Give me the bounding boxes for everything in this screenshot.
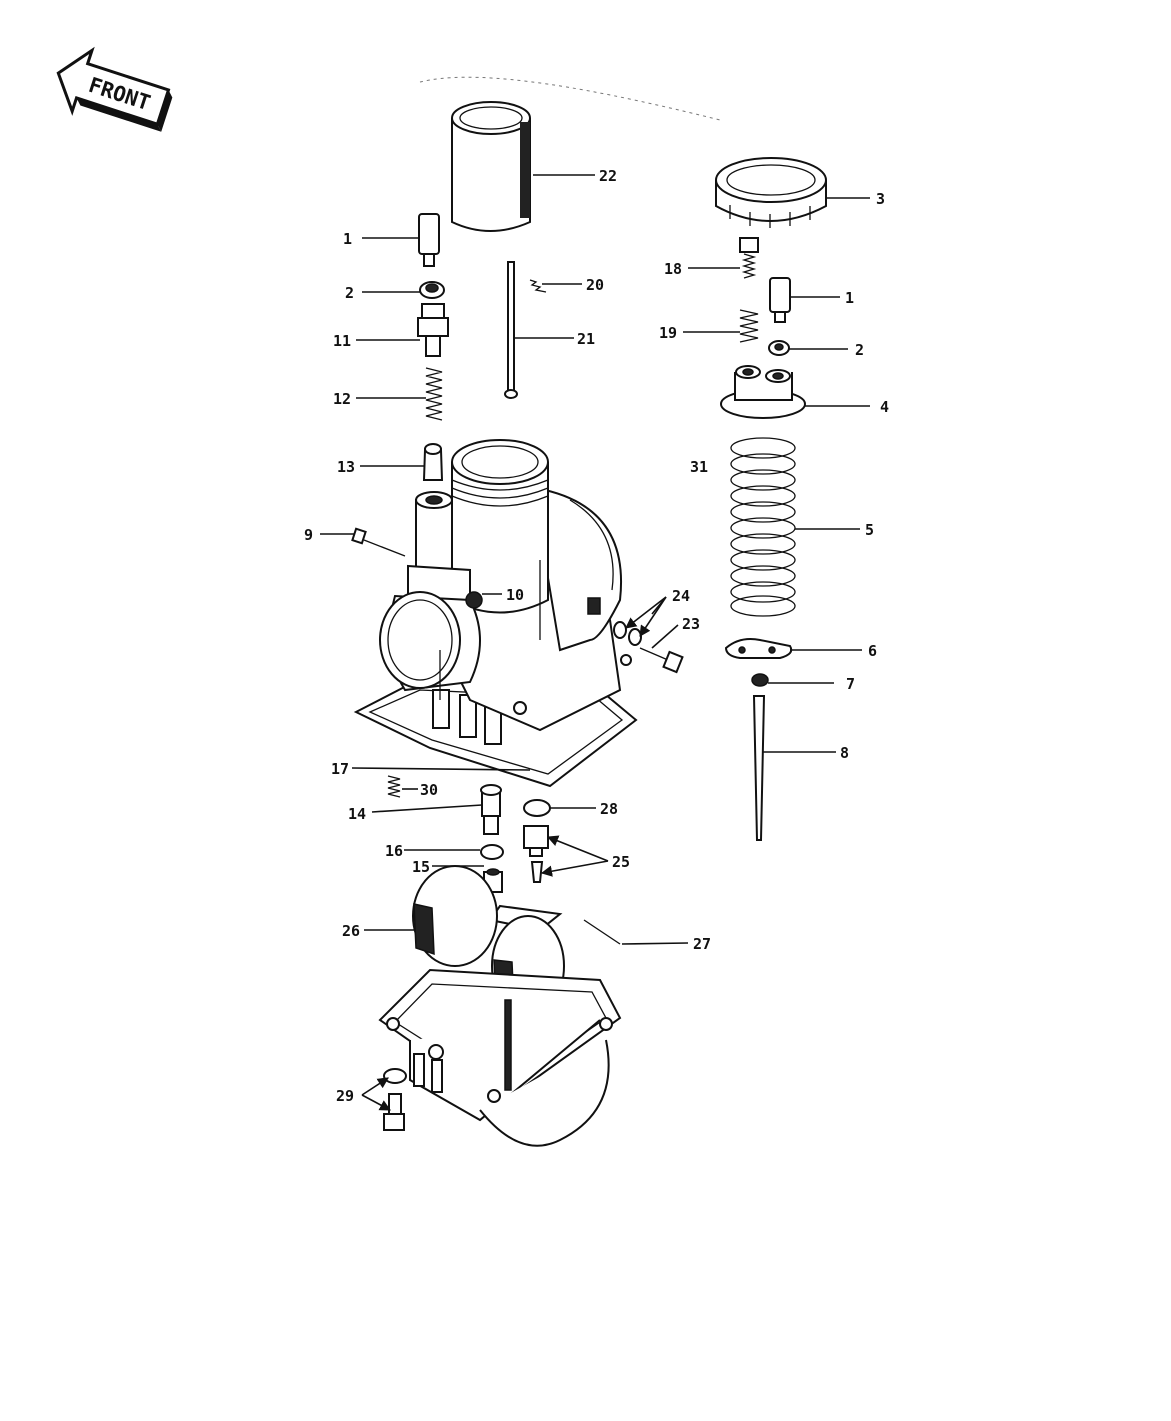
callout-2-right: 2 [855,341,864,359]
float-bowl-part [378,968,622,1147]
callout-2-left: 2 [345,284,354,302]
bowl-screw-and-washer [383,1068,407,1131]
lock-nut-right [768,340,790,356]
callout-18: 18 [664,260,682,278]
float-pin [583,919,621,945]
callout-6: 6 [868,642,877,660]
cap-screw [739,237,759,279]
top-cap-ring [715,157,827,228]
callout-24: 24 [672,587,690,605]
callout-labels: 1 2 11 12 13 9 10 22 20 21 3 18 1 19 2 4… [304,167,889,1105]
callout-13: 13 [337,458,355,476]
needle-clip [529,279,547,293]
mixing-chamber-top [720,365,806,419]
callout-19: 19 [659,324,677,342]
callout-25: 25 [612,853,630,871]
main-jet-washer [480,844,504,860]
callout-22: 22 [599,167,617,185]
jet-needle-rod [504,261,518,399]
callout-12: 12 [333,390,351,408]
callout-29: 29 [336,1087,354,1105]
callout-10: 10 [506,586,524,604]
callout-5: 5 [865,521,874,539]
callout-21: 21 [577,330,595,348]
callout-27: 27 [693,935,711,953]
starter-plunger [422,443,444,481]
cable-adjuster-cap-right [769,277,791,323]
idle-screw [387,775,401,798]
cap-spring [739,309,759,343]
throttle-return-spring [730,437,796,617]
needle-retainer-plate [724,638,793,659]
callout-9: 9 [304,526,313,544]
callout-31: 31 [690,458,708,476]
callout-1-left: 1 [343,230,352,248]
drain-bolt [639,647,684,674]
callout-14: 14 [348,805,366,823]
needle-jet [480,784,502,835]
clamp-bolt [351,527,406,557]
float-valve-seat [523,825,549,883]
starter-spring [425,367,443,421]
callout-20: 20 [586,276,604,294]
jet-needle [752,695,766,841]
callout-4: 4 [880,398,889,416]
front-arrow-icon: FRONT [56,46,173,132]
callout-11: 11 [333,332,351,350]
starter-plunger-cap [417,303,449,357]
callout-23: 23 [682,615,700,633]
callout-30: 30 [420,781,438,799]
callout-17: 17 [331,760,349,778]
leader-lines [320,174,870,1111]
callout-7: 7 [846,675,855,693]
throttle-slide-part [451,101,531,232]
jet-washer [523,799,551,817]
callout-15: 15 [412,858,430,876]
washers-pair [613,621,642,646]
callout-26: 26 [342,922,360,940]
cable-adjuster-cap-left [418,213,440,267]
callout-28: 28 [600,800,618,818]
callout-8: 8 [840,744,849,762]
callout-16: 16 [385,842,403,860]
carburetor-body-part [353,439,638,788]
callout-1-right: 1 [845,289,854,307]
needle-clip-ring [751,673,769,687]
lock-nut-left [419,281,445,299]
callout-3: 3 [876,190,885,208]
